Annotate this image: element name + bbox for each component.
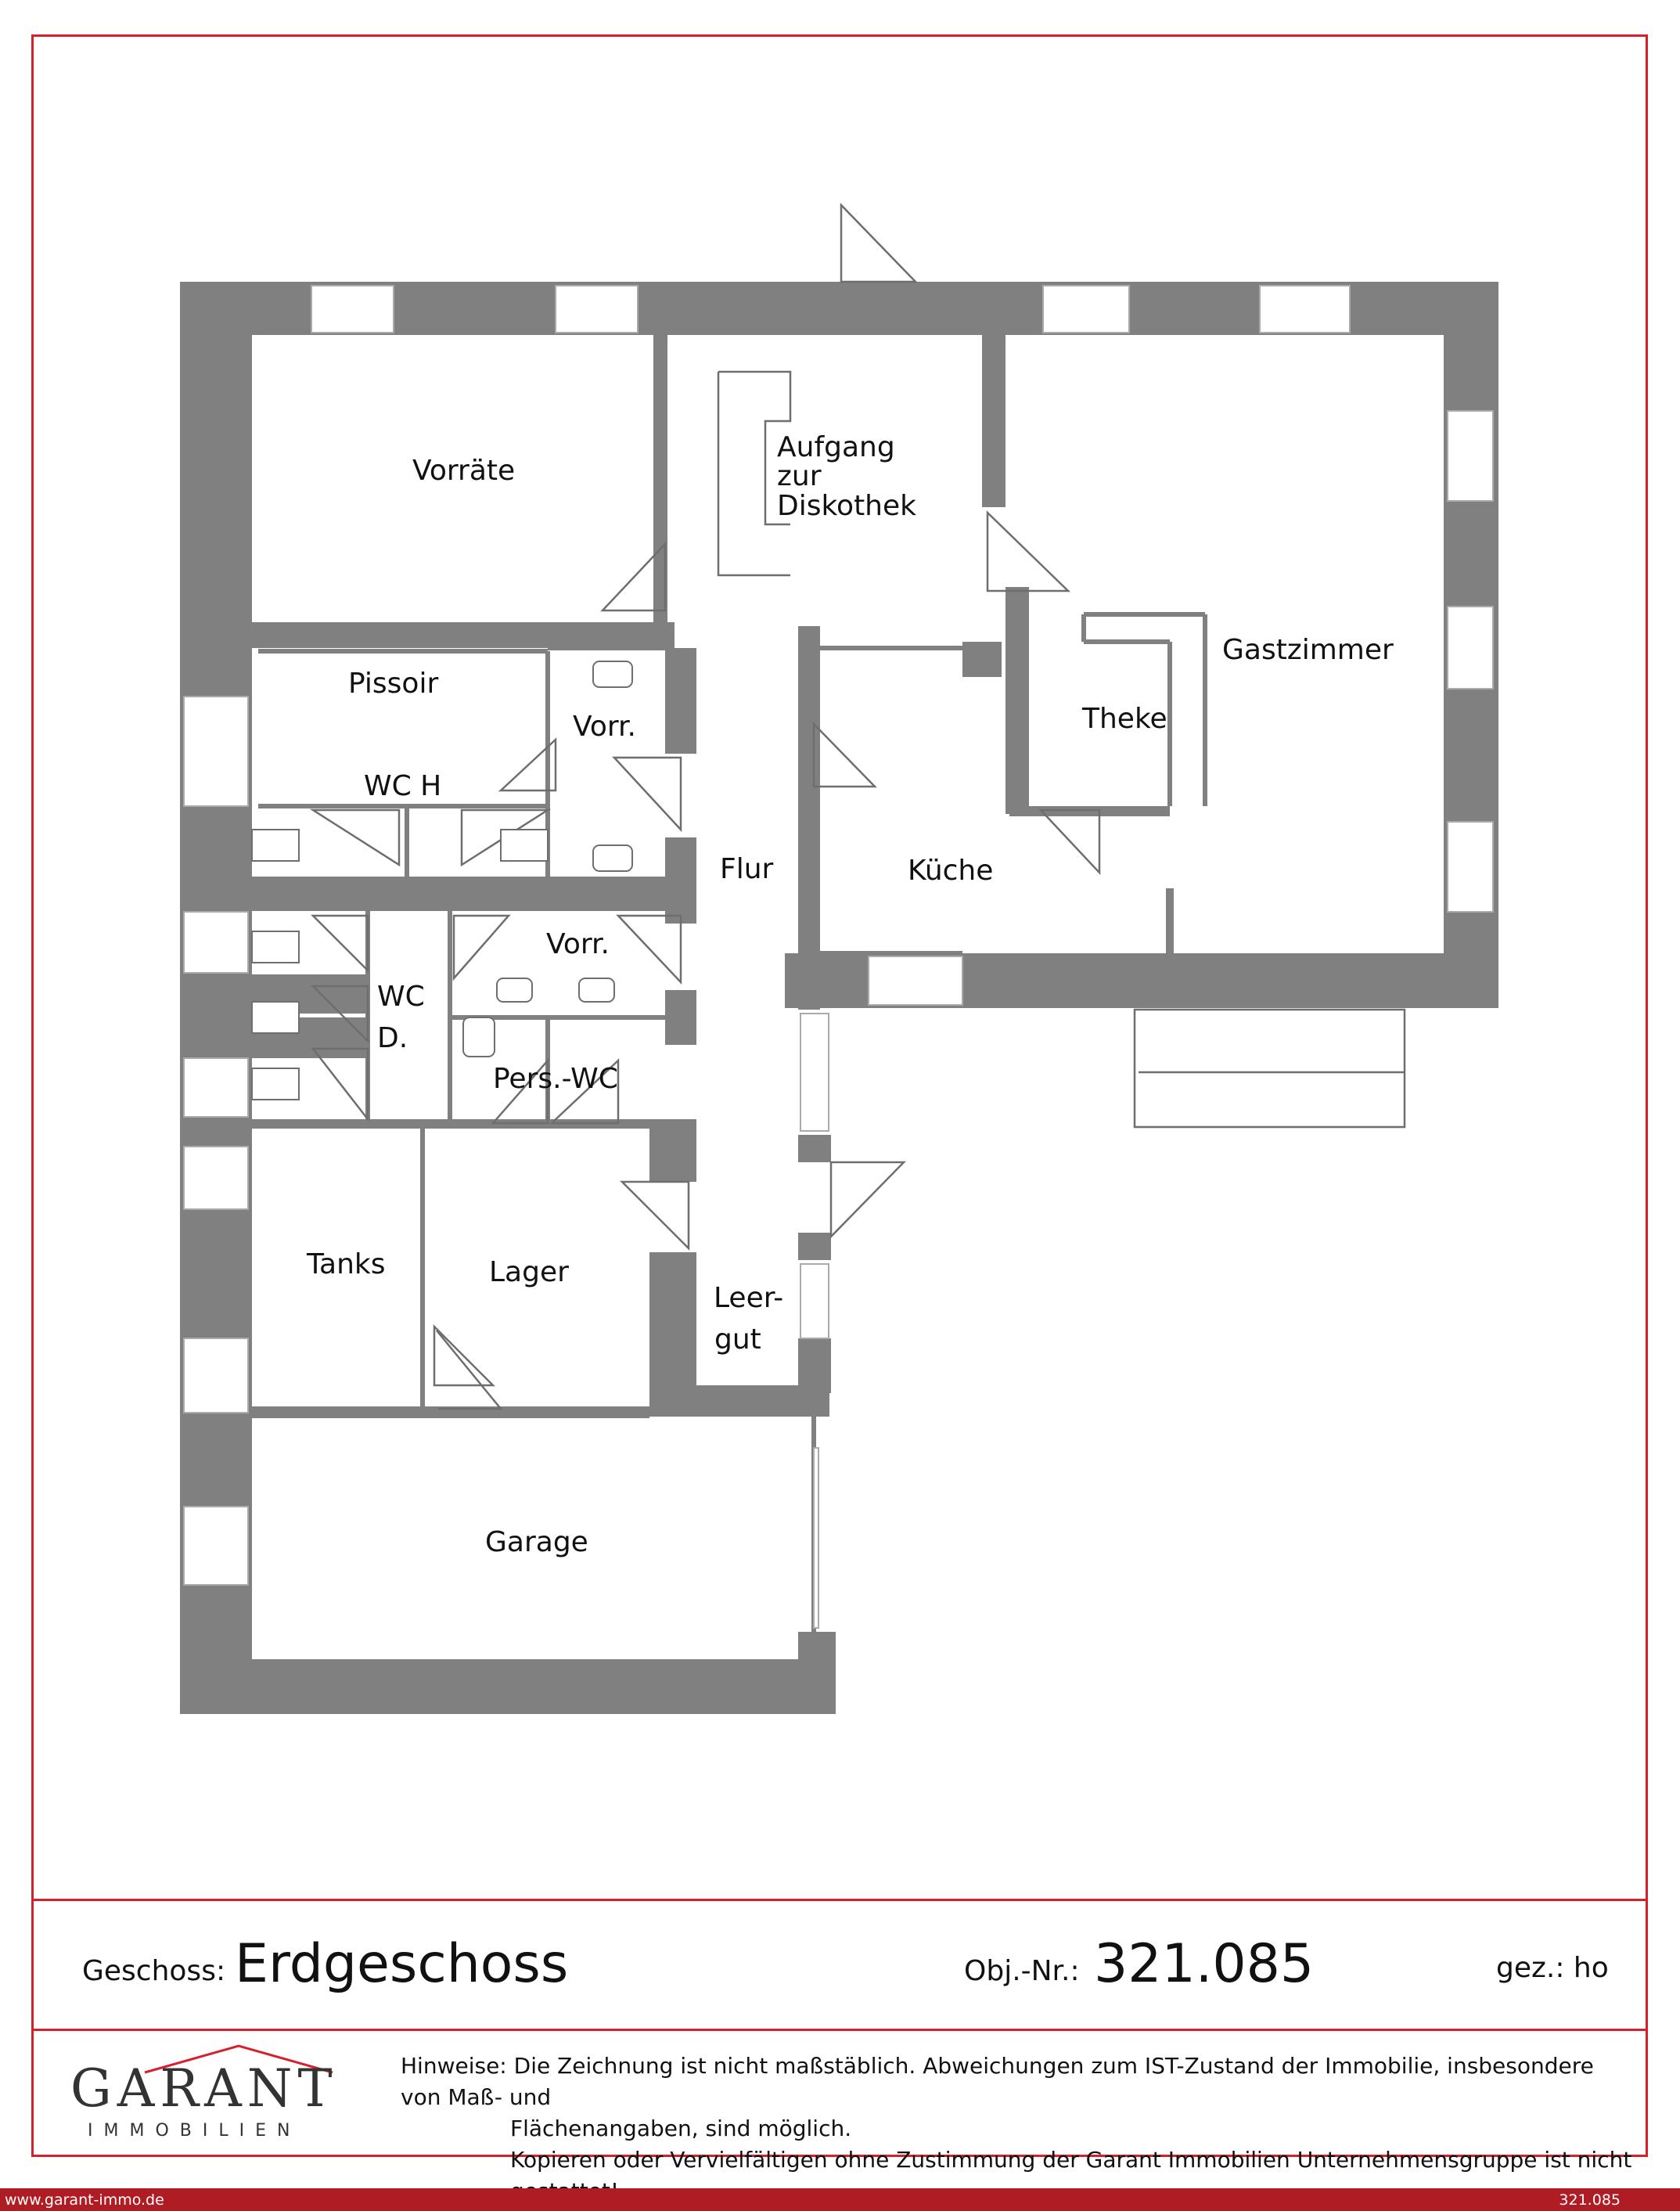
company-logo-subtitle: IMMOBILIEN bbox=[88, 2121, 301, 2141]
drawn-by-label: gez.: ho bbox=[1496, 1952, 1609, 1984]
room-label-wc-h: WC H bbox=[364, 770, 441, 802]
room-label-lager: Lager bbox=[489, 1256, 569, 1288]
footer-separator bbox=[34, 2029, 1646, 2031]
disclaimer-line-2: Flächenangaben, sind möglich. bbox=[510, 2116, 852, 2141]
room-label-wc-d-1: WC bbox=[377, 981, 425, 1013]
page-frame bbox=[31, 34, 1648, 2157]
window-openings bbox=[183, 285, 1494, 1629]
room-label-garage: Garage bbox=[485, 1526, 588, 1558]
room-label-pissoir: Pissoir bbox=[348, 668, 438, 700]
room-label-leergut-1: Leer- bbox=[714, 1282, 783, 1314]
room-label-aufgang-1: Aufgang bbox=[777, 431, 895, 463]
room-label-vorr-1: Vorr. bbox=[573, 711, 636, 743]
room-label-pers-wc: Pers.-WC bbox=[493, 1063, 618, 1095]
obj-nr-value: 321.085 bbox=[1094, 1933, 1315, 1995]
footer-reference: 321.085 bbox=[1559, 2191, 1621, 2209]
door-swings bbox=[309, 202, 1406, 1410]
room-label-vorraete: Vorräte bbox=[412, 455, 515, 487]
logo-roof-icon bbox=[144, 2044, 333, 2074]
floor-plan: Vorräte Aufgang zur Diskothek Gastzimmer… bbox=[180, 202, 1498, 1714]
room-label-leergut-2: gut bbox=[714, 1323, 761, 1356]
room-label-wc-d-2: D. bbox=[377, 1022, 408, 1054]
footer-url[interactable]: www.garant-immo.de bbox=[5, 2191, 164, 2209]
obj-nr-label: Obj.-Nr.: bbox=[964, 1955, 1080, 1987]
company-logo: GARANT bbox=[70, 2058, 338, 2119]
header-separator bbox=[34, 1899, 1646, 1901]
geschoss-value: Erdgeschoss bbox=[235, 1933, 569, 1995]
room-label-theke: Theke bbox=[1081, 703, 1167, 735]
room-label-aufgang-3: Diskothek bbox=[777, 490, 916, 522]
room-labels: Vorräte Aufgang zur Diskothek Gastzimmer… bbox=[306, 431, 1394, 1558]
footer-bar: www.garant-immo.de 321.085 bbox=[0, 2188, 1680, 2211]
room-label-flur: Flur bbox=[720, 853, 774, 885]
sanitary-fixtures bbox=[251, 661, 633, 1100]
room-label-vorr-2: Vorr. bbox=[546, 928, 610, 960]
room-label-gastzimmer: Gastzimmer bbox=[1222, 634, 1394, 666]
room-label-tanks: Tanks bbox=[306, 1248, 386, 1280]
disclaimer-notes: Hinweise: Die Zeichnung ist nicht maßstä… bbox=[401, 2051, 1637, 2207]
disclaimer-line-1: Hinweise: Die Zeichnung ist nicht maßstä… bbox=[401, 2053, 1594, 2110]
geschoss-label: Geschoss: bbox=[82, 1955, 226, 1987]
room-label-aufgang-2: zur bbox=[777, 460, 822, 492]
room-label-kueche: Küche bbox=[908, 855, 993, 887]
